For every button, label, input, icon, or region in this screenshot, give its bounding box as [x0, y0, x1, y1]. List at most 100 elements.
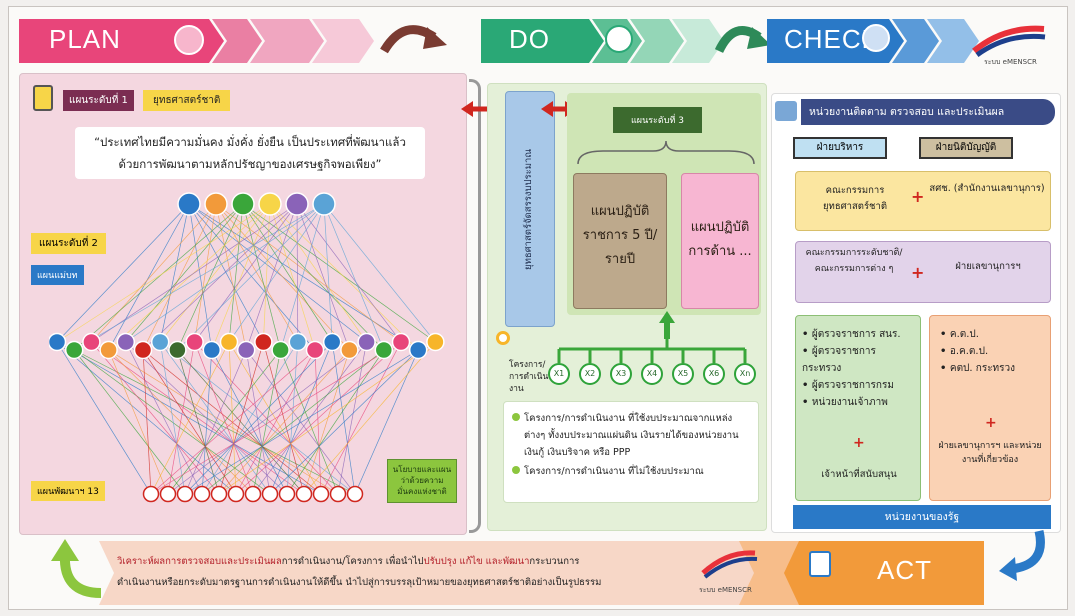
master-plan-node	[236, 340, 256, 360]
inspector-item: ผู้ตรวจราชการกระทรวง	[802, 343, 914, 377]
plan-icon	[174, 25, 204, 55]
level3-brace	[577, 140, 755, 165]
national-committee-box	[795, 241, 1051, 303]
do-icon	[605, 25, 633, 53]
check-icon	[862, 24, 890, 52]
master-plan-node	[99, 340, 118, 360]
plus-icon: +	[853, 435, 865, 451]
strategy-node	[231, 192, 255, 216]
act-title: ACT	[877, 555, 932, 585]
act-text-line2: ดำเนินงานหรือยกระดับมาตรฐานการดำเนินงานใ…	[117, 577, 602, 588]
project-node: X1	[548, 363, 570, 385]
project-node: X5	[672, 363, 694, 385]
dev-plan-node	[176, 485, 194, 503]
budget-strategy-box	[505, 91, 555, 327]
master-plan-node	[357, 332, 376, 352]
projects-tree	[557, 311, 747, 363]
master-plan-node	[408, 340, 428, 360]
level1-title: ยุทธศาสตร์ชาติ	[143, 90, 231, 111]
dev-plan-node	[244, 485, 262, 503]
inspector-item: ผู้ตรวจราชการ สนร.	[802, 326, 914, 343]
dev-plan-node	[346, 485, 364, 503]
strategy-node	[204, 192, 228, 216]
check-to-act-arrow	[999, 529, 1045, 581]
master-plan-node	[185, 332, 204, 352]
master-plan-node	[271, 340, 290, 360]
master-plan-node	[49, 332, 67, 352]
exec-label: ฝ่ายบริหาร	[793, 137, 887, 159]
kpt-box: ค.ต.ป. อ.ค.ต.ป. คตป. กระทรวง	[929, 315, 1051, 501]
do-title: DO	[509, 24, 550, 54]
master-plan-node	[150, 332, 170, 352]
strategy-node	[258, 192, 282, 216]
project-node: X3	[610, 363, 632, 385]
budget-strategy-label: ยุทธศาสตร์จัดสรรงบประมาณ	[523, 148, 534, 270]
project-note-2: โครงการ/การดำเนินงาน ที่ไม่ใช้งบประมาณ	[512, 463, 750, 480]
act-logo-icon	[701, 550, 758, 579]
master-plan-node	[116, 332, 136, 352]
state-agency-bar: หน่วยงานของรัฐ	[793, 505, 1051, 529]
kpt-item: ค.ต.ป.	[940, 326, 1040, 343]
act-icon	[809, 551, 831, 577]
dev-plan-node	[159, 485, 177, 503]
nsc-committee: คณะกรรมการยุทธศาสตร์ชาติ	[822, 185, 887, 212]
master-plan-node	[340, 340, 359, 360]
act-highlight-improve: ปรับปรุง แก้ไข และพัฒนา	[423, 556, 530, 567]
act-highlight-analyze: วิเคราะห์ผลการตรวจสอบและประเมินผล	[117, 556, 282, 567]
level3-label: แผนระดับที่ 3	[613, 107, 702, 133]
dev-plan-node	[142, 485, 160, 503]
strategy-node	[312, 192, 336, 216]
strategy-network	[49, 192, 445, 503]
act-description: วิเคราะห์ผลการตรวจสอบและประเมินผลการดำเน…	[117, 551, 707, 593]
act-text-post: กระบวนการ	[529, 556, 580, 567]
plus-icon: +	[911, 263, 925, 282]
master-plan-node	[82, 332, 101, 352]
master-plan-node	[374, 340, 394, 360]
plus-icon: +	[911, 187, 925, 206]
plan-title: PLAN	[49, 24, 121, 54]
support-staff: เจ้าหน้าที่สนับสนุน	[821, 469, 897, 480]
project-note-1: โครงการ/การดำเนินงาน ที่ใช้งบประมาณจากแห…	[512, 410, 750, 461]
plan-b-box: แผนปฏิบัติการด้าน ...	[681, 173, 759, 309]
level2-label: แผนระดับที่ 2	[31, 233, 106, 254]
secretariat: ฝ่ายเลขานุการฯ	[955, 261, 1021, 272]
projects-label: โครงการ/การดำเนินงาน	[509, 360, 549, 394]
check-title-bar: หน่วยงานติดตาม ตรวจสอบ และประเมินผล	[801, 99, 1055, 125]
master-plan-node	[322, 332, 342, 352]
dev-plan-node	[312, 485, 330, 503]
header-arrows	[19, 19, 979, 63]
master-plan-node	[202, 340, 222, 360]
inspector-item: ผู้ตรวจราชการกรม	[802, 377, 914, 394]
dev-plan-label: แผนพัฒนาฯ 13	[31, 481, 105, 501]
dev-plan-node	[261, 485, 279, 503]
project-node: X2	[579, 363, 601, 385]
nsc-box	[795, 171, 1051, 231]
level1-label: แผนระดับที่ 1	[63, 90, 134, 111]
plan-a-box: แผนปฏิบัติราชการ 5 ปี/รายปี	[573, 173, 667, 309]
act-text-mid: การดำเนินงาน/โครงการ เพื่อนำไป	[281, 556, 424, 567]
master-plan-node	[64, 340, 84, 360]
master-plan-node	[391, 332, 411, 352]
act-logo-text: ระบบ eMENSCR	[699, 586, 752, 594]
dev-plan-node	[295, 485, 313, 503]
project-node: X4	[641, 363, 663, 385]
project-node: X6	[703, 363, 725, 385]
master-plan-node	[254, 332, 273, 352]
master-plan-node	[168, 340, 187, 360]
kpt-item: อ.ค.ต.ป.	[940, 343, 1040, 360]
project-icon	[496, 331, 510, 345]
national-committee: คณะกรรมการระดับชาติ/คณะกรรมการต่าง ๆ	[805, 248, 903, 274]
kpt-item: คตป. กระทรวง	[940, 360, 1040, 377]
master-plan-node	[305, 340, 325, 360]
master-plan-node	[288, 332, 308, 352]
security-policy-box: นโยบายและแผนว่าด้วยความมั่นคงแห่งชาติ	[387, 459, 457, 503]
strategy-node	[285, 192, 309, 216]
dev-plan-node	[227, 485, 245, 503]
agency-icon	[775, 101, 797, 121]
vision-statement: “ประเทศไทยมีความมั่นคง มั่งคั่ง ยั่งยืน …	[75, 127, 425, 179]
strategy-node	[177, 192, 201, 216]
emenscr-logo-icon	[972, 25, 1046, 58]
kpt-secretariat: ฝ่ายเลขานุการฯ และหน่วยงานที่เกี่ยวข้อง	[938, 441, 1042, 465]
leg-label: ฝ่ายนิติบัญญัติ	[919, 137, 1013, 159]
project-notes: โครงการ/การดำเนินงาน ที่ใช้งบประมาณจากแห…	[503, 401, 759, 503]
